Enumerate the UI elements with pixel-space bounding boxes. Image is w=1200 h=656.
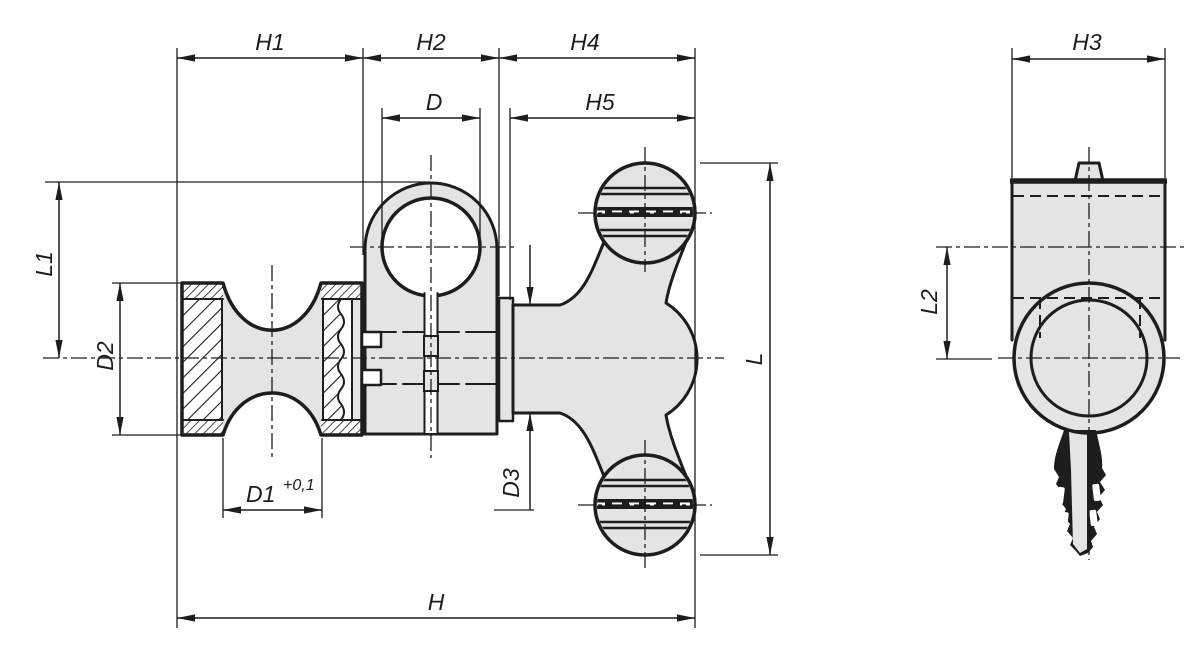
knob-cap-hatch-tr [321, 284, 362, 299]
label-h: H [428, 589, 445, 615]
knob-cap-hatch-tl [182, 284, 223, 299]
wing-nut [497, 161, 699, 557]
label-l: L [741, 353, 767, 366]
knob-thread-wavy-edge [337, 298, 345, 421]
label-d1-tolerance: +0,1 [283, 477, 315, 494]
side-wing-handle [1054, 430, 1106, 556]
label-d1: D1 [246, 481, 275, 507]
stud-tab-upper [360, 330, 383, 349]
handle-face-strip [1069, 432, 1087, 553]
stud-tab-lower [360, 368, 383, 387]
knob-right-wall-hatch [323, 299, 344, 420]
label-h4: H4 [570, 29, 599, 55]
label-l1: L1 [31, 251, 57, 277]
label-d2: D2 [92, 341, 118, 371]
label-h5: H5 [585, 89, 615, 115]
front-view-centerlines [43, 147, 724, 570]
step-collar [497, 296, 515, 423]
label-d3: D3 [498, 468, 524, 498]
extension-lines-left-group [45, 48, 778, 628]
knob-outline [180, 281, 364, 437]
side-view: H3 L2 [916, 29, 1185, 560]
side-body-side-edges [1010, 179, 1167, 342]
front-view: H1 H2 H4 D H5 H D1 +0,1 L1 D2 D3 L [31, 29, 778, 628]
label-h2: H2 [416, 29, 446, 55]
label-d: D [426, 89, 443, 115]
knob-left-wall-hatch [182, 299, 222, 420]
label-l2: L2 [916, 289, 942, 315]
knob-cap-hatch-bl [182, 420, 223, 435]
knob-cap-hatch-br [321, 420, 362, 435]
label-h1: H1 [255, 29, 284, 55]
label-h3: H3 [1072, 29, 1102, 55]
side-view-dimensions: H3 L2 [916, 29, 1166, 360]
side-extension-lines [936, 48, 1166, 360]
side-view-centerlines [936, 147, 1185, 560]
handle-knurl-slots [1056, 483, 1101, 529]
knob-inner-face-lines [221, 298, 353, 421]
collar-slit-edges [423, 292, 439, 434]
front-view-extension-lines [45, 48, 778, 628]
front-view-dimensions: H1 H2 H4 D H5 H D1 +0,1 L1 D2 D3 L [31, 29, 774, 622]
collar-outline [363, 181, 499, 436]
knob-cap-lines [181, 298, 363, 421]
